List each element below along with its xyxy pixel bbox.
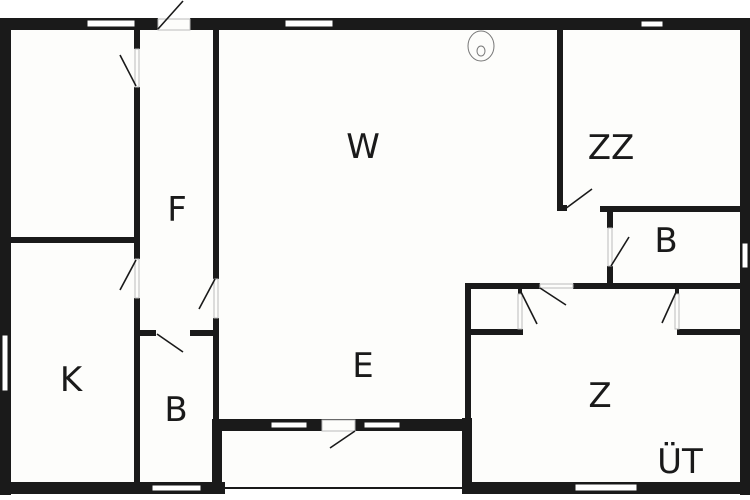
- door-swing-entrance: [157, 0, 184, 30]
- window-top-left: [86, 19, 136, 28]
- door-swing-closet-left: [519, 289, 538, 325]
- door-opening-entrance: [157, 18, 191, 31]
- room-label-b-right: B: [654, 221, 677, 261]
- door-swing-k: [119, 259, 137, 291]
- window-bottom-b: [151, 484, 202, 492]
- floor-areas: [10, 29, 741, 484]
- room-label-e: E: [352, 346, 373, 386]
- window-top-zz: [640, 20, 664, 28]
- room-labels: F W ZZ B K B E Z ÜT: [60, 127, 703, 482]
- room-label-f: F: [167, 190, 187, 230]
- door-opening-f-w: [213, 278, 219, 319]
- door-swing-z: [539, 287, 567, 306]
- window-right-b: [741, 242, 749, 269]
- door-swing-b-left: [156, 333, 184, 353]
- door-opening-closet-right: [674, 293, 680, 330]
- room-label-ut: ÜT: [657, 441, 703, 482]
- door-swings: [119, 0, 678, 449]
- room-label-k: K: [60, 360, 84, 400]
- window-left-k: [1, 334, 9, 392]
- door-opening-z: [539, 283, 574, 289]
- window-e-right: [363, 421, 401, 429]
- door-swing-closet-right: [661, 289, 678, 324]
- window-bottom-z: [574, 483, 638, 492]
- window-e-left: [270, 421, 308, 429]
- door-openings: [134, 18, 680, 432]
- door-swing-b-right: [610, 236, 630, 267]
- door-opening-b-right: [607, 227, 613, 267]
- window-top-w: [284, 19, 334, 28]
- room-label-w: W: [346, 127, 380, 167]
- door-opening-k: [134, 258, 140, 299]
- stove-icon: [467, 30, 495, 62]
- room-label-z: Z: [588, 376, 611, 416]
- door-swing-f-w: [198, 278, 216, 310]
- door-swing-terrace: [329, 430, 356, 449]
- room-label-zz: ZZ: [588, 128, 635, 168]
- door-opening-closet-left: [517, 293, 523, 330]
- door-swing-zz: [564, 188, 593, 210]
- door-swing-left-upper: [119, 54, 137, 87]
- room-label-b-left: B: [164, 390, 187, 430]
- windows: [1, 19, 749, 492]
- door-opening-terrace: [321, 419, 356, 432]
- door-opening-left-upper: [134, 48, 140, 88]
